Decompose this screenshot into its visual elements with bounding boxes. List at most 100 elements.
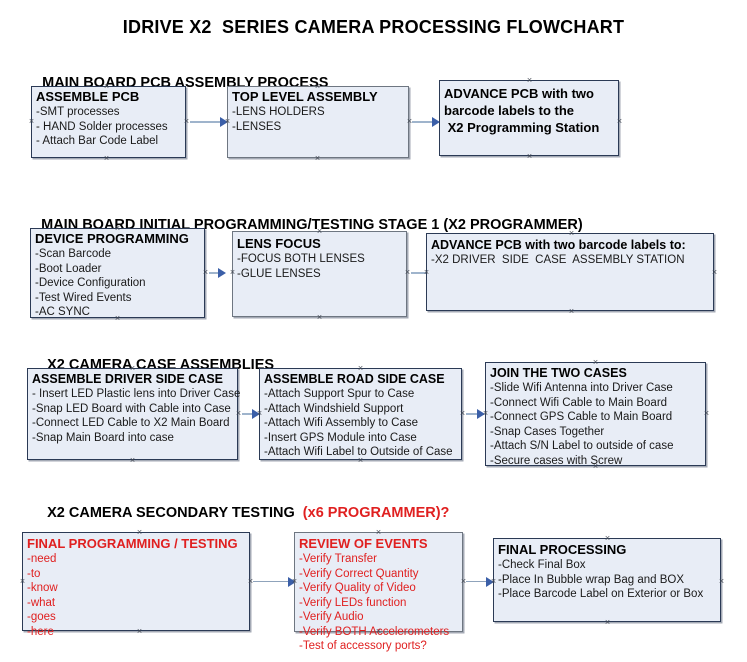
connection-handle-top[interactable] [316, 228, 323, 235]
box-line: -Place In Bubble wrap Bag and BOX [498, 573, 685, 586]
box-advance-pcb-to-x2-programming-station[interactable]: ADVANCE PCB with two barcode labels to t… [439, 80, 619, 156]
connection-handle-top[interactable] [568, 230, 575, 237]
connection-handle-right[interactable] [235, 410, 242, 417]
box-line: -to [27, 567, 41, 580]
connection-handle-top[interactable] [604, 535, 611, 542]
connection-handle-bottom[interactable] [129, 457, 136, 464]
box-advance-pcb-to-driver-side-case-assembly[interactable]: ADVANCE PCB with two barcode labels to: … [426, 233, 714, 311]
box-line: -Boot Loader [35, 262, 102, 275]
connection-handle-right[interactable] [459, 410, 466, 417]
connection-handle-left[interactable] [291, 578, 298, 585]
connector-arrow [432, 117, 440, 127]
connection-handle-top[interactable] [129, 365, 136, 372]
box-line: -LENS HOLDERS [232, 106, 325, 118]
connector-arrow [477, 409, 485, 419]
box-line: - HAND Solder processes [36, 120, 168, 133]
connection-handle-left[interactable] [224, 118, 231, 125]
connection-handle-top[interactable] [592, 359, 599, 366]
box-line: -Connect Wifi Cable to Main Board [490, 396, 668, 409]
box-line: -Attach Wifi Assembly to Case [264, 417, 419, 429]
connection-handle-bottom[interactable] [375, 628, 382, 635]
connection-handle-bottom[interactable] [568, 308, 575, 315]
box-line: -Insert GPS Module into Case [264, 431, 417, 444]
box-line: -Verify Quality of Video [299, 582, 416, 594]
connection-handle-bottom[interactable] [592, 463, 599, 470]
box-line: -Check Final Box [498, 559, 586, 571]
connection-handle-bottom[interactable] [604, 619, 611, 626]
box-line: -AC SYNC [35, 306, 90, 318]
box-line: -Attach Wifi Label to Outside of Case [264, 446, 453, 458]
connection-handle-bottom[interactable] [114, 315, 121, 322]
connection-handle-top[interactable] [357, 365, 364, 372]
connection-handle-left[interactable] [229, 269, 236, 276]
box-top-level-assembly[interactable]: TOP LEVEL ASSEMBLY -LENS HOLDERS -LENSES [227, 86, 409, 158]
box-title: REVIEW OF EVENTS [299, 536, 428, 551]
connector-line [209, 272, 220, 274]
box-line: -Test Wired Events [35, 291, 132, 304]
box-assemble-driver-side-case[interactable]: ASSEMBLE DRIVER SIDE CASE - Insert LED P… [27, 368, 240, 460]
connection-handle-top[interactable] [526, 77, 533, 84]
box-review-of-events[interactable]: REVIEW OF EVENTS -Verify Transfer -Verif… [294, 532, 463, 652]
connection-handle-top[interactable] [375, 529, 382, 536]
box-title: JOIN THE TWO CASES [490, 366, 627, 380]
box-final-programming-testing[interactable]: FINAL PROGRAMMING / TESTING -need -to -k… [22, 532, 250, 638]
box-line: -Verify LEDs function [299, 596, 407, 609]
connection-handle-left[interactable] [482, 410, 489, 417]
connection-handle-left[interactable] [19, 578, 26, 585]
connection-handle-top[interactable] [136, 529, 143, 536]
connection-handle-right[interactable] [703, 410, 710, 417]
connector-line [253, 581, 294, 582]
connection-handle-bottom[interactable] [314, 155, 321, 162]
connection-handle-top[interactable] [103, 83, 110, 90]
connection-handle-left[interactable] [423, 269, 430, 276]
box-title: TOP LEVEL ASSEMBLY [232, 89, 378, 104]
connection-handle-right[interactable] [202, 269, 209, 276]
box-line: -what [27, 596, 56, 609]
box-line-overflow: -Test of accessory ports? [299, 640, 427, 652]
box-line: -Snap Cases Together [490, 425, 605, 438]
connection-handle-bottom[interactable] [357, 457, 364, 464]
box-line: -Snap Main Board into case [32, 431, 174, 444]
connection-handle-right[interactable] [718, 578, 725, 585]
box-line: -Place Barcode Label on Exterior or Box [498, 588, 704, 600]
connector-line [411, 272, 428, 274]
connection-handle-right[interactable] [404, 269, 411, 276]
connection-handle-left[interactable] [256, 410, 263, 417]
section-heading-accent: (x6 PROGRAMMER)? [302, 505, 450, 521]
box-line: -Verify Transfer [299, 553, 377, 565]
box-line: -X2 DRIVER SIDE CASE ASSEMBLY STATION [431, 254, 685, 266]
box-line: -FOCUS BOTH LENSES [237, 253, 365, 265]
connection-handle-right[interactable] [711, 269, 718, 276]
connection-handle-left[interactable] [490, 578, 497, 585]
box-line: -Device Configuration [35, 277, 146, 289]
box-title: ASSEMBLE PCB [36, 89, 140, 104]
box-lens-focus[interactable]: LENS FOCUS -FOCUS BOTH LENSES -GLUE LENS… [232, 231, 407, 317]
connection-handle-right[interactable] [616, 118, 623, 125]
connection-handle-bottom[interactable] [136, 628, 143, 635]
box-line: -Verify BOTH Accelerometers [299, 625, 450, 638]
connection-handle-bottom[interactable] [316, 314, 323, 321]
box-final-processing[interactable]: FINAL PROCESSING -Check Final Box -Place… [493, 538, 721, 622]
box-line: -SMT processes [36, 106, 120, 118]
box-line: -Attach S/N Label to outside of case [490, 440, 674, 452]
box-line: -Connect LED Cable to X2 Main Board [32, 417, 230, 429]
connector-line [466, 413, 480, 415]
box-join-the-two-cases[interactable]: JOIN THE TWO CASES -Slide Wifi Antenna i… [485, 362, 706, 467]
connection-handle-left[interactable] [28, 118, 35, 125]
box-assemble-road-side-case[interactable]: ASSEMBLE ROAD SIDE CASE -Attach Support … [259, 368, 462, 460]
box-line: -Attach Support Spur to Case [264, 388, 415, 400]
box-device-programming[interactable]: DEVICE PROGRAMMING -Scan Barcode -Boot L… [30, 228, 205, 318]
box-line: - Attach Bar Code Label [36, 135, 159, 147]
box-line: -Secure cases with Screw [490, 454, 623, 467]
box-line: -need [27, 553, 57, 565]
connection-handle-right[interactable] [183, 118, 190, 125]
connection-handle-bottom[interactable] [526, 153, 533, 160]
box-title: FINAL PROGRAMMING / TESTING [27, 536, 238, 551]
box-assemble-pcb[interactable]: ASSEMBLE PCB -SMT processes - HAND Solde… [31, 86, 186, 158]
box-line: -Verify Audio [299, 611, 364, 623]
box-line: -LENSES [232, 120, 282, 133]
connection-handle-top[interactable] [314, 83, 321, 90]
connection-handle-top[interactable] [114, 225, 121, 232]
connection-handle-bottom[interactable] [103, 155, 110, 162]
